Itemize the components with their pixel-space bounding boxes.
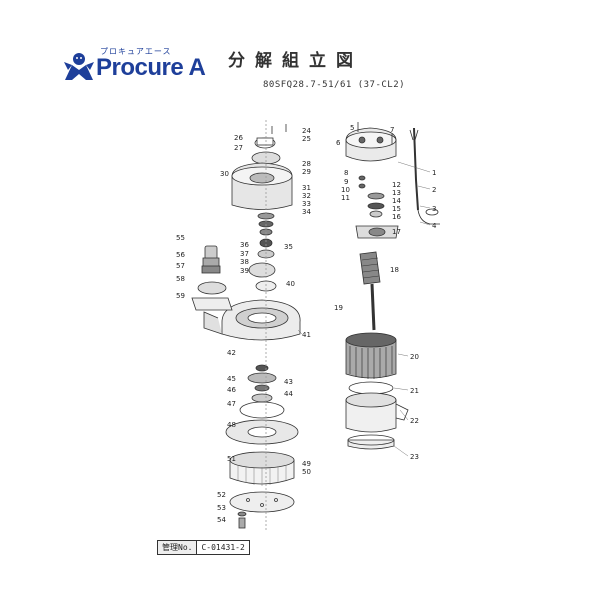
part-number-23: 23 [410, 453, 419, 461]
part-number-29: 29 [302, 168, 311, 176]
person-mascot-icon [64, 53, 94, 80]
part-number-21: 21 [410, 387, 419, 395]
part-number-46: 46 [227, 386, 236, 394]
part-number-43: 43 [284, 378, 293, 386]
part-number-7: 7 [390, 126, 394, 134]
part-number-13: 13 [392, 189, 401, 197]
part-number-24: 24 [302, 127, 311, 135]
part-number-49: 49 [302, 460, 311, 468]
part-number-44: 44 [284, 390, 293, 398]
part-number-48: 48 [227, 421, 236, 429]
part-number-30: 30 [220, 170, 229, 178]
part-number-58: 58 [176, 275, 185, 283]
part-number-3: 3 [432, 205, 436, 213]
part-number-57: 57 [176, 262, 185, 270]
part-number-27: 27 [234, 144, 243, 152]
part-number-31: 31 [302, 184, 311, 192]
management-value: C-01431-2 [201, 543, 245, 552]
part-number-32: 32 [302, 192, 311, 200]
part-number-1: 1 [432, 169, 436, 177]
part-number-34: 34 [302, 208, 311, 216]
part-number-52: 52 [217, 491, 226, 499]
part-number-55: 55 [176, 234, 185, 242]
part-number-51: 51 [227, 455, 236, 463]
part-number-2: 2 [432, 186, 436, 194]
part-number-8: 8 [344, 169, 348, 177]
part-number-5: 5 [350, 124, 354, 132]
part-number-10: 10 [341, 186, 350, 194]
part-number-56: 56 [176, 251, 185, 259]
part-number-25: 25 [302, 135, 311, 143]
part-number-12: 12 [392, 181, 401, 189]
part-number-4: 4 [432, 222, 437, 230]
part-number-37: 37 [240, 250, 249, 258]
part-number-26: 26 [234, 134, 243, 142]
part-number-16: 16 [392, 213, 401, 221]
model-number: 80SFQ28.7-51/61 (37-CL2) [263, 80, 406, 90]
part-number-14: 14 [392, 197, 401, 205]
management-number-box: 管理No. C-01431-2 [157, 540, 250, 555]
part-number-42: 42 [227, 349, 236, 357]
part-number-22: 22 [410, 417, 419, 425]
procure-a-logo: プロキュアエース Procure A [62, 47, 207, 86]
part-number-33: 33 [302, 200, 311, 208]
part-number-28: 28 [302, 160, 311, 168]
part-number-9: 9 [344, 178, 348, 186]
part-number-39: 39 [240, 267, 249, 275]
part-number-45: 45 [227, 375, 236, 383]
part-number-54: 54 [217, 516, 226, 524]
part-number-20: 20 [410, 353, 419, 361]
brand-kana: プロキュアエース [100, 47, 172, 56]
part-number-41: 41 [302, 331, 311, 339]
part-number-47: 47 [227, 400, 236, 408]
part-number-40: 40 [286, 280, 295, 288]
part-number-36: 36 [240, 241, 249, 249]
part-number-19: 19 [334, 304, 343, 312]
part-number-50: 50 [302, 468, 311, 476]
part-number-17: 17 [392, 228, 401, 236]
part-number-38: 38 [240, 258, 249, 266]
part-number-18: 18 [390, 266, 399, 274]
part-number-15: 15 [392, 205, 401, 213]
brand-name: Procure A [96, 54, 206, 81]
part-number-35: 35 [284, 243, 293, 251]
part-number-11: 11 [341, 194, 350, 202]
part-number-53: 53 [217, 504, 226, 512]
part-number-6: 6 [336, 139, 341, 147]
management-label: 管理No. [158, 541, 198, 554]
part-number-59: 59 [176, 292, 185, 300]
page-title: 分解組立図 [228, 51, 363, 71]
